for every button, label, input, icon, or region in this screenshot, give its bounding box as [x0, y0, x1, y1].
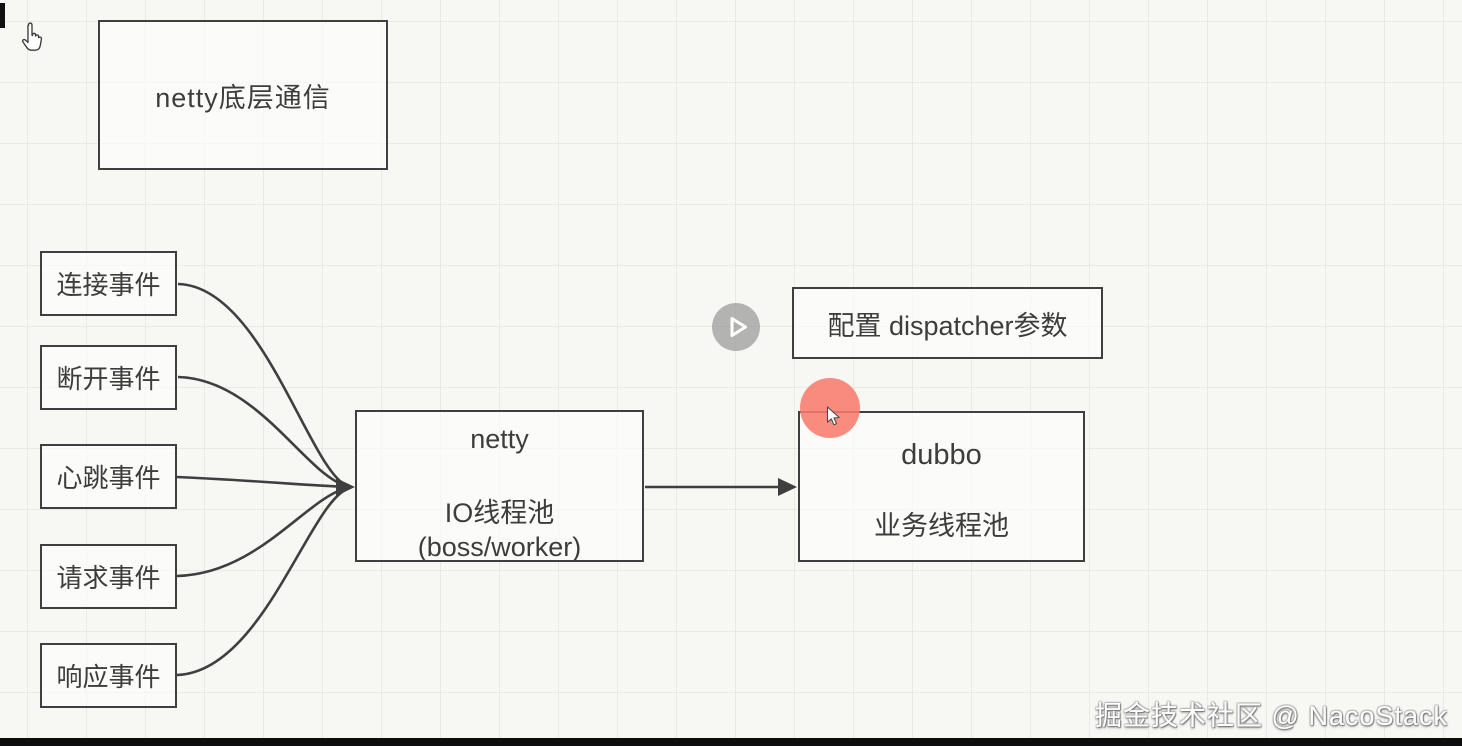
netty-box-subtitle: IO线程池: [444, 498, 555, 528]
event-box-request-label: 请求事件: [56, 563, 161, 593]
connector-response-to-netty: [176, 487, 348, 677]
connector-request-to-netty: [176, 486, 348, 578]
dispatcher-note-box: 配置 dispatcher参数: [792, 287, 1103, 359]
title-box-label: netty底层通信: [155, 82, 331, 113]
dubbo-box: dubbo 业务线程池: [798, 411, 1085, 562]
netty-box-title: netty: [470, 424, 529, 454]
play-button[interactable]: [712, 303, 760, 351]
dubbo-box-title: dubbo: [901, 439, 982, 471]
event-box-heartbeat-label: 心跳事件: [56, 463, 161, 493]
letterbox-bottom-bar: [0, 738, 1462, 746]
netty-box: netty IO线程池 (boss/worker): [355, 410, 644, 562]
event-box-response-label: 响应事件: [56, 662, 161, 692]
arrowhead-into-netty: [336, 478, 355, 496]
dispatcher-note-label: 配置 dispatcher参数: [827, 310, 1068, 341]
connector-disconnect-to-netty: [177, 375, 348, 488]
edge-artifact-top-left: [0, 3, 5, 28]
event-box-request: 请求事件: [40, 544, 177, 609]
event-box-connect-label: 连接事件: [56, 270, 161, 300]
event-box-disconnect-label: 断开事件: [56, 364, 161, 394]
netty-box-detail: (boss/worker): [417, 532, 582, 562]
event-box-heartbeat: 心跳事件: [40, 444, 177, 509]
hand-cursor-icon: [21, 22, 43, 51]
connector-connect-to-netty: [177, 282, 348, 488]
play-icon: [730, 317, 747, 337]
watermark: 掘金技术社区 @ NacoStack: [1095, 701, 1448, 731]
title-box: netty底层通信: [98, 20, 388, 170]
dubbo-box-subtitle: 业务线程池: [874, 511, 1009, 541]
event-box-connect: 连接事件: [40, 251, 177, 316]
click-highlight-circle: [800, 378, 860, 438]
event-box-response: 响应事件: [40, 643, 177, 708]
connector-heartbeat-to-netty: [176, 475, 348, 489]
event-box-disconnect: 断开事件: [40, 345, 177, 410]
arrow-cursor-icon: [826, 406, 840, 426]
arrowhead-into-dubbo: [778, 478, 797, 496]
